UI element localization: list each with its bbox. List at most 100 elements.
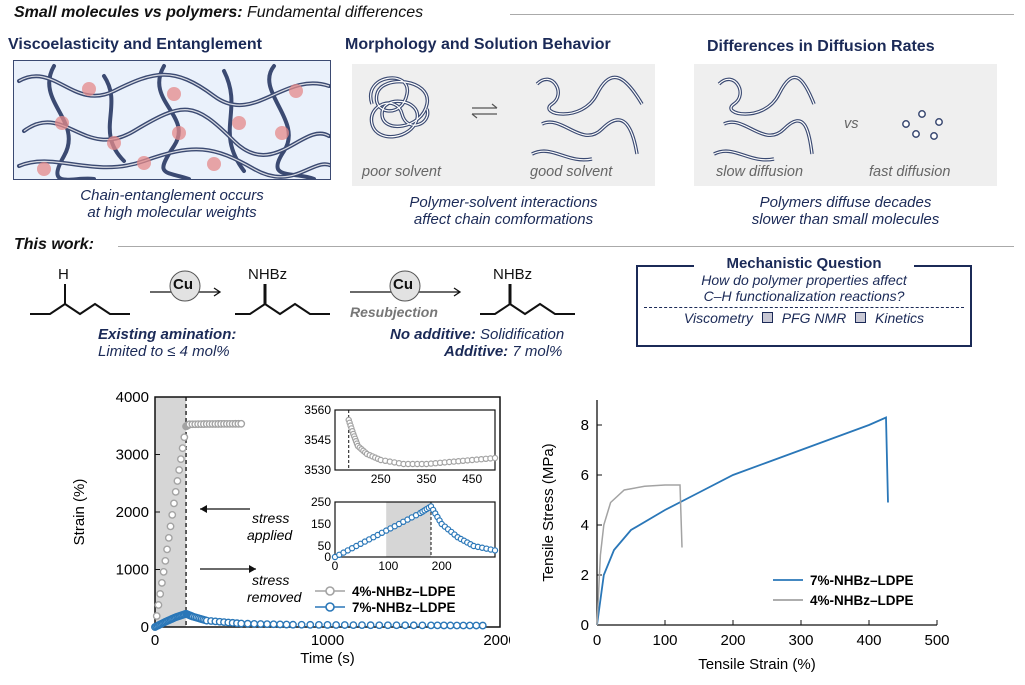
data-point [282, 620, 291, 629]
data-point [159, 567, 168, 576]
data-point [478, 621, 487, 630]
y-tick-label: 3000 [116, 447, 149, 464]
legend-label: 4%-NHBz–LDPE [810, 593, 914, 608]
series-line [596, 416, 889, 626]
data-point [170, 499, 178, 508]
data-point [256, 620, 265, 628]
data-point [269, 620, 278, 629]
panel-title-viscoelasticity: Viscoelasticity and Entanglement [8, 36, 263, 53]
annotation-removed: removed [247, 589, 303, 605]
label-nhbz-1: NHBz [248, 266, 288, 283]
morphology-illustration: poor solvent good solvent [352, 64, 655, 186]
data-point [237, 419, 246, 428]
diffusion-illustration: vs slow diffusion fast diffusion [694, 64, 997, 186]
data-point [163, 545, 171, 554]
this-work-rule [118, 246, 1014, 247]
data-point [180, 433, 189, 442]
label-nhbz-2: NHBz [493, 266, 533, 283]
data-point [237, 619, 246, 628]
x-tick-label: 1000 [311, 632, 344, 649]
data-point [289, 620, 297, 629]
inset-x-tick-label: 450 [462, 472, 482, 486]
annotation-stress-2: stress [252, 572, 289, 588]
label-h: H [58, 266, 69, 283]
y-tick-label: 6 [581, 467, 589, 484]
data-point [418, 621, 427, 630]
data-point [306, 620, 315, 629]
data-point [383, 621, 392, 630]
data-point [375, 621, 384, 630]
data-point [314, 620, 323, 629]
legend-marker [325, 602, 335, 612]
annotation-applied: applied [247, 527, 293, 543]
inset-y-tick-label: 3560 [304, 403, 331, 417]
y-axis-label: Strain (%) [71, 479, 88, 546]
existing-amination-note: Existing amination: Limited to ≤ 4 mol% [98, 326, 237, 360]
label-resubjection: Resubjection [350, 304, 438, 320]
removed-arrowhead [249, 565, 256, 573]
data-point [156, 590, 165, 598]
legend-label: 7%-NHBz–LDPE [810, 573, 914, 588]
inset-y-tick-label: 3545 [304, 433, 331, 447]
inset-y-tick-label: 150 [311, 517, 331, 531]
inset-x-tick-label: 0 [332, 559, 339, 573]
data-point [332, 621, 341, 629]
x-tick-label: 100 [652, 632, 677, 649]
figure-header: Small molecules vs polymers: Fundamental… [14, 4, 424, 21]
reaction-scheme: H Cu NHBz Cu Resubjection NHBz [20, 262, 620, 362]
data-point [401, 621, 410, 630]
inset-y-tick-label: 250 [311, 495, 331, 509]
mechanistic-q2: C–H functionalization reactions? [703, 288, 905, 304]
y-tick-label: 4000 [116, 389, 149, 406]
inset-x-tick-label: 250 [371, 472, 391, 486]
data-point [158, 579, 166, 587]
x-tick-label: 0 [593, 632, 601, 649]
inset-x-tick-label: 200 [432, 559, 452, 573]
label-good-solvent: good solvent [530, 164, 613, 180]
inset-data-point [491, 454, 499, 462]
mechanistic-methods: Viscometry PFG NMR Kinetics [683, 310, 925, 326]
data-point [366, 621, 375, 630]
inset-y-tick-label: 0 [324, 550, 331, 564]
entanglement-illustration [13, 60, 331, 180]
method-bullet-2 [855, 312, 867, 323]
strain-time-chart: 01000200030004000010002000Time (s)Strain… [71, 389, 510, 667]
data-point [161, 556, 170, 565]
data-point [152, 612, 161, 620]
inset-y-tick-label: 50 [318, 539, 332, 553]
inset-frame [334, 501, 496, 558]
x-tick-label: 0 [151, 632, 159, 649]
data-point [243, 619, 252, 628]
x-axis-label: Tensile Strain (%) [698, 656, 816, 673]
data-point [250, 619, 259, 628]
label-poor-solvent: poor solvent [362, 164, 441, 180]
inset-y-tick-label: 3530 [304, 463, 331, 477]
y-axis-label: Tensile Stress (MPa) [540, 443, 557, 581]
data-point [409, 621, 418, 630]
inset-x-tick-label: 100 [378, 559, 398, 573]
header-rule [510, 14, 1014, 15]
x-tick-label: 400 [856, 632, 881, 649]
mechanistic-title: Mechanistic Question [694, 255, 914, 272]
x-tick-label: 500 [924, 632, 949, 649]
mechanistic-divider [644, 307, 964, 308]
data-point [433, 621, 442, 630]
y-tick-label: 2000 [116, 504, 149, 521]
data-point [446, 621, 455, 630]
data-point [178, 444, 187, 453]
data-point [276, 620, 284, 629]
y-tick-label: 4 [581, 517, 589, 534]
legend-label: 4%-NHBz–LDPE [352, 584, 456, 599]
y-tick-label: 0 [581, 617, 589, 634]
mechanistic-question-box: Mechanistic Question How do polymer prop… [636, 255, 972, 347]
method-bullet-1 [761, 312, 773, 323]
data-point [472, 621, 481, 630]
data-point [340, 621, 349, 629]
y-tick-label: 2 [581, 567, 589, 584]
data-point [452, 621, 461, 630]
data-point [171, 487, 180, 496]
data-point [175, 466, 184, 474]
panel-title-morphology: Morphology and Solution Behavior [345, 36, 611, 53]
